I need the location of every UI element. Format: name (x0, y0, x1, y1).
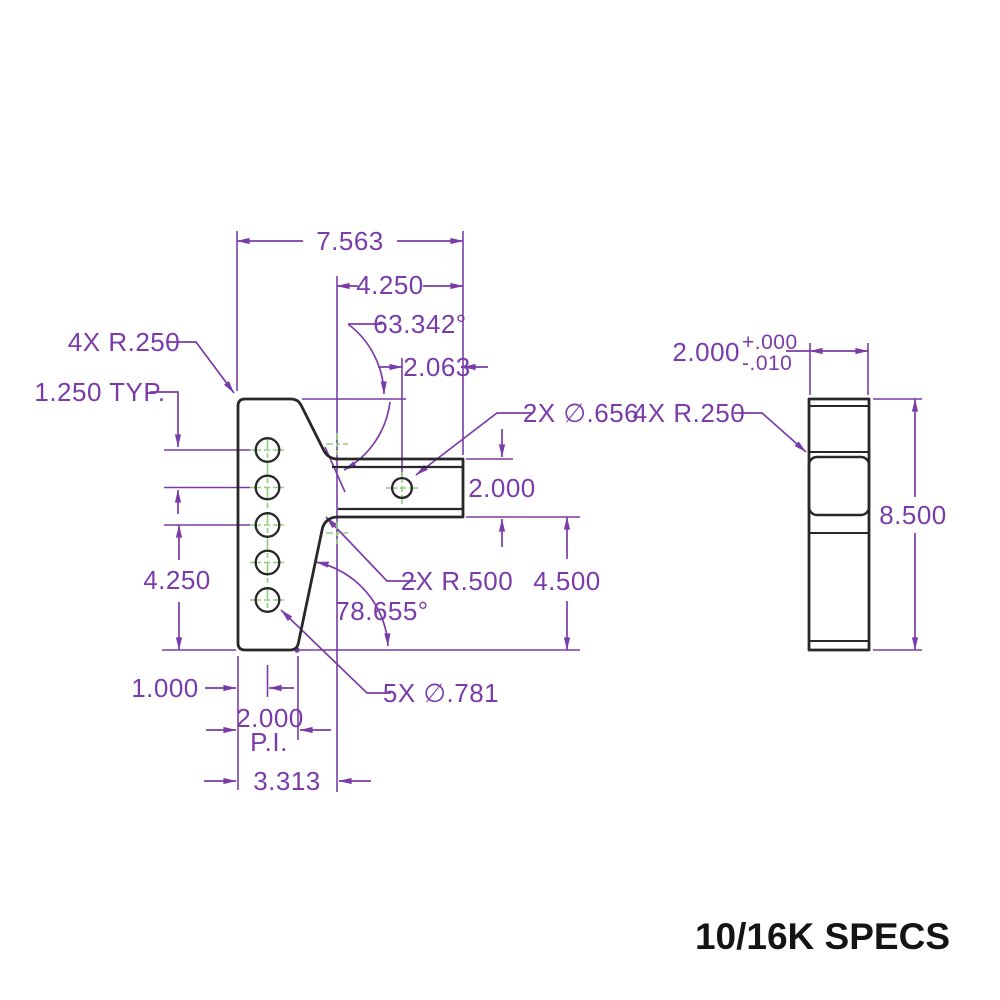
edge-to-pi-label: 2.000 (236, 703, 304, 733)
drop-height-label: 4.500 (533, 566, 601, 596)
plate-hole-4 (254, 549, 281, 576)
tolerance-plus-label: +.000 (742, 331, 798, 354)
side-dimension-lines (734, 347, 919, 651)
page-title: 10/16K SPECS (695, 916, 950, 957)
plate-and-shank-outline (236, 397, 465, 652)
hole-stack-height-label: 4.250 (143, 565, 211, 595)
shank-height-label: 2.000 (468, 473, 536, 503)
front-dimension-lines (150, 237, 571, 785)
shank-hole (390, 476, 414, 500)
front-dimension-labels: 7.563 4.250 63.342° 2.063 4X R.250 1.250… (34, 226, 639, 796)
side-dimension-labels: 2.000 +.000 -.010 4X R.250 8.500 (633, 331, 947, 530)
pi-label: P.I. (250, 727, 288, 757)
edge-to-fillet-center-label: 3.313 (253, 766, 321, 796)
front-extension-lines (162, 231, 580, 792)
junction-fillet-label: 2X R.500 (401, 566, 513, 596)
bottom-angle-label: 78.655° (335, 596, 428, 626)
hole-to-end-label: 2.063 (403, 352, 471, 382)
front-view: 7.563 4.250 63.342° 2.063 4X R.250 1.250… (34, 226, 639, 796)
plate-corner-radius-label: 4X R.250 (68, 327, 180, 357)
plate-hole-2 (254, 474, 281, 501)
overall-width-label: 7.563 (316, 226, 384, 256)
overall-height-label: 8.500 (879, 500, 947, 530)
top-angle-label: 63.342° (373, 309, 466, 339)
plate-hole-1 (254, 437, 281, 463)
plate-hole-dia-label: 5X ∅.781 (383, 678, 499, 708)
thickness-label: 2.000 (672, 337, 740, 367)
tolerance-minus-label: -.010 (742, 352, 792, 375)
plate-hole-5 (254, 587, 281, 613)
tube-cross-section (807, 455, 871, 517)
side-extension-lines (809, 343, 922, 651)
tube-corner-radius-label: 4X R.250 (633, 398, 745, 428)
plate-hole-3 (254, 512, 281, 538)
shank-length-label: 4.250 (356, 270, 424, 300)
plate-holes (254, 437, 281, 613)
hole-spacing-label: 1.250 TYP. (34, 377, 165, 407)
side-profile-outline (807, 397, 871, 652)
edge-to-hole-label: 1.000 (131, 673, 199, 703)
side-view: 2.000 +.000 -.010 4X R.250 8.500 (633, 331, 947, 652)
shank-hole-dia-label: 2X ∅.656 (523, 398, 639, 428)
